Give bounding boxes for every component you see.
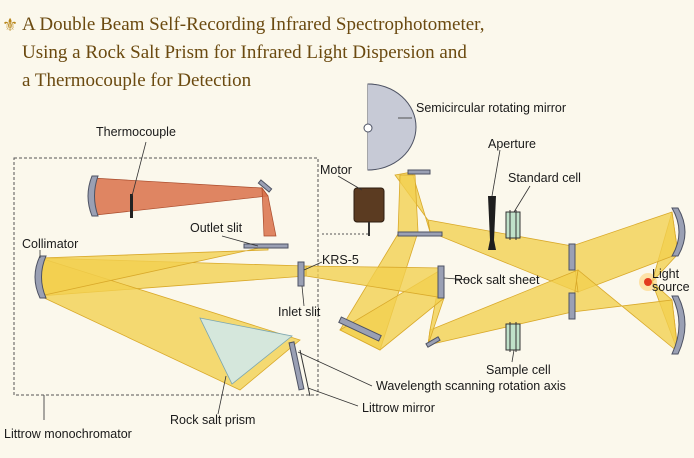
lower-small-mirror	[425, 336, 441, 348]
light-source	[644, 278, 652, 286]
thermocouple-element	[130, 194, 133, 218]
label-light-source-1: Light	[652, 267, 680, 281]
folding-mirror	[257, 179, 273, 193]
lower-left-mirror	[338, 316, 382, 342]
leader-sample-cell	[511, 349, 515, 363]
fleur-de-lis-icon: ⚜	[2, 15, 19, 35]
middle-mirror	[397, 231, 443, 237]
mirror-pivot	[363, 123, 373, 133]
inlet-slit-plate	[297, 261, 305, 287]
label-sample-cell: Sample cell	[486, 363, 551, 377]
beam-outlet-up	[261, 186, 277, 237]
leader-wavelength-axis	[297, 351, 373, 387]
label-outlet-slit: Outlet slit	[190, 221, 243, 235]
source-upper-mirror	[671, 207, 686, 257]
leader-thermocouple	[131, 141, 147, 197]
semicircular-mirror-arc	[367, 83, 417, 171]
rock-salt-sheet-left	[437, 265, 445, 299]
label-aperture: Aperture	[488, 137, 536, 151]
label-wavelength-axis: Wavelength scanning rotation axis	[376, 379, 566, 393]
right-lower-plane-mirror	[568, 292, 576, 320]
label-motor: Motor	[320, 163, 352, 177]
standard-cell	[505, 211, 521, 239]
label-rock-salt-prism: Rock salt prism	[170, 413, 255, 427]
leader-standard-cell	[513, 185, 531, 213]
leader-krs5	[303, 261, 323, 271]
label-inlet-slit: Inlet slit	[278, 305, 321, 319]
leader-rock-salt-sheet	[443, 277, 471, 281]
leader-outlet-slit	[221, 235, 259, 247]
top-small-mirror	[407, 169, 431, 175]
label-littrow-monochromator: Littrow monochromator	[4, 427, 132, 441]
detector-beams	[91, 177, 277, 237]
title-line-3: a Thermocouple for Detection	[22, 70, 252, 91]
motor	[353, 187, 385, 223]
cells	[505, 210, 521, 352]
label-light-source-2: source	[652, 280, 690, 294]
thermocouple-mirror	[87, 175, 99, 217]
sample-cell	[505, 323, 521, 351]
beam-thermocouple	[91, 177, 269, 216]
label-semicircular-rotating-mirror: Semicircular rotating mirror	[416, 101, 566, 115]
label-collimator: Collimator	[22, 237, 78, 251]
collimator-mirror	[34, 255, 47, 299]
label-rock-salt-sheet: Rock salt sheet	[454, 273, 540, 287]
label-standard-cell: Standard cell	[508, 171, 581, 185]
beam-rotating-mirror-down	[397, 174, 419, 235]
rock-salt-prism-shape	[199, 317, 293, 385]
leader-aperture	[491, 149, 501, 197]
leader-inlet-slit	[301, 285, 305, 307]
right-upper-plane-mirror	[568, 243, 576, 271]
label-littrow-mirror: Littrow mirror	[362, 401, 435, 415]
aperture-upper	[488, 196, 496, 240]
leader-littrow-mirror	[307, 387, 359, 407]
title-line-1: A Double Beam Self-Recording Infrared Sp…	[22, 14, 485, 35]
light-beams	[39, 171, 679, 391]
title-line-2: Using a Rock Salt Prism for Infrared Lig…	[22, 42, 467, 63]
aperture-lower	[488, 240, 496, 250]
leader-motor	[337, 175, 363, 191]
mirrors	[34, 169, 686, 355]
leader-lines	[39, 117, 531, 415]
leader-rock-salt-prism	[217, 375, 227, 415]
source-lower-mirror	[671, 295, 686, 355]
label-krs5: KRS-5	[322, 253, 359, 267]
littrow-mirror	[288, 341, 305, 391]
label-thermocouple: Thermocouple	[96, 125, 176, 139]
outlet-slit-plate	[243, 243, 289, 249]
